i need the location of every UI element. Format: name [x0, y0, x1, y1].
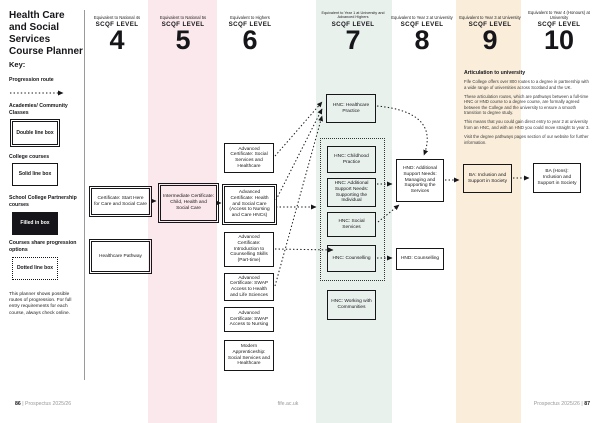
page-title: Health Care and Social Services Course P… [9, 10, 83, 57]
page-number-left: 86 [15, 401, 21, 407]
scqf-label: SCQF LEVEL [400, 21, 444, 28]
key-filled-box: Filled in box [12, 212, 58, 235]
articulation-paragraph: These articulation routes, which are pat… [464, 93, 589, 116]
scqf-label: SCQF LEVEL [228, 21, 272, 28]
key-solid-line-box: Solid line box [12, 163, 58, 186]
column-header-scqf-10: Equivalent to Year 4 (Honours) at Univer… [523, 9, 595, 54]
key-school-partnership-label: School College Partnership courses [9, 195, 77, 208]
course-box-cert-start: Certificate: Start Here for Care and Soc… [88, 185, 153, 218]
scqf-label: SCQF LEVEL [537, 21, 581, 28]
scqf-level-number: 6 [242, 25, 258, 55]
key-dotted-line-box: Dotted line box [12, 257, 58, 280]
equivalent-label: Equivalent to National 4s [93, 14, 141, 20]
course-box-hnc-childhood-practice: HNC: Childhood Practice [327, 146, 376, 173]
footer-separator: | [581, 401, 583, 407]
articulation-heading: Articulation to university [464, 70, 526, 76]
footer-separator: | [22, 401, 24, 407]
course-box-hnc-social-services: HNC: Social Services [327, 212, 376, 237]
course-box-hnd-additional-support-needs: HND: Additional Support Needs: Managing … [396, 159, 444, 202]
key-double-line-box: Double line box [9, 118, 61, 148]
scqf-label: SCQF LEVEL [161, 21, 205, 28]
equivalent-label: Equivalent to Highers [230, 14, 270, 20]
articulation-paragraph: Fife College offers over 800 routes to a… [464, 79, 589, 90]
course-box-hnc-counselling: HNC: Counselling [327, 245, 376, 272]
scqf-level-number: 4 [109, 25, 125, 55]
course-box-ba-hons-inclusion: BA (Hons): Inclusion and Support in Soci… [533, 163, 581, 193]
course-box-healthcare-pathway: Healthcare Pathway [88, 238, 153, 275]
articulation-paragraph: Visit the degree pathways pages section … [464, 134, 589, 145]
page-number-right: 87 [584, 401, 590, 407]
footer-left-label: Prospectus 2025/26 [25, 401, 72, 407]
key-shared-progression-label: Courses share progression options [9, 240, 77, 253]
course-box-modern-apprenticeship: Modern Apprenticeship: Social Services a… [224, 340, 274, 371]
scqf-level-number: 9 [482, 25, 498, 55]
scqf-level-number: 7 [345, 25, 361, 55]
scqf-label: SCQF LEVEL [331, 21, 375, 28]
band-level-9 [456, 0, 521, 423]
footer-center: fife.ac.uk [277, 401, 299, 407]
course-box-hnc-additional-support-needs: HNC: Additional Support Needs: Supportin… [327, 178, 376, 207]
equivalent-label: Equivalent to Year 4 (Honours) at Univer… [528, 9, 590, 20]
footer-right-label: Prospectus 2025/26 [533, 401, 580, 407]
course-box-hnc-healthcare-practice: HNC: Healthcare Practice [326, 94, 376, 123]
articulation-panel: Articulation to university Fife College … [464, 70, 592, 149]
key-heading: Key: [9, 60, 26, 69]
key-note: This planner shows possible routes of pr… [9, 292, 72, 316]
scqf-label: SCQF LEVEL [95, 21, 139, 28]
course-box-intermediate-child-health: Intermediate Certificate: Child, Health … [157, 182, 220, 224]
column-header-scqf-4: Equivalent to National 4s SCQF LEVEL 4 [81, 9, 153, 54]
key-divider [84, 10, 85, 380]
course-box-ba-inclusion: BA: Inclusion and Support in Society [463, 164, 512, 193]
course-box-hnc-working-communities: HNC: Working with Communities [327, 290, 376, 320]
scqf-level-number: 10 [543, 25, 575, 55]
scqf-level-number: 5 [175, 25, 191, 55]
course-box-adv-counselling-skills: Advanced Certificate: Introduction to Co… [224, 232, 274, 267]
progression-route-arrow-icon [10, 90, 64, 96]
column-header-scqf-7: Equivalent to Year 1 at University and A… [317, 9, 389, 54]
key-college-label: College courses [9, 154, 50, 160]
course-box-hnd-counselling: HND: Counselling [396, 248, 444, 270]
articulation-paragraph: This means that you could gain direct en… [464, 119, 590, 131]
key-academies-label: Academies/ Community Classes [9, 103, 68, 116]
course-box-adv-health-social-care: Advanced Certificate: Health and Social … [221, 183, 278, 226]
key-progression-route-label: Progression route [9, 77, 54, 83]
column-header-scqf-8: Equivalent to Year 2 at University SCQF … [386, 9, 458, 54]
equivalent-label: Equivalent to Year 3 at University [459, 14, 521, 20]
course-box-adv-social-services: Advanced Certificate: Social Services an… [224, 143, 274, 173]
column-header-scqf-6: Equivalent to Highers SCQF LEVEL 6 [214, 9, 286, 54]
footer-right: Prospectus 2025/26 | 87 [534, 401, 590, 407]
column-header-scqf-5: Equivalent to National 5s SCQF LEVEL 5 [147, 9, 219, 54]
scqf-level-number: 8 [414, 25, 430, 55]
equivalent-label: Equivalent to Year 1 at University and A… [321, 10, 385, 20]
band-level-5 [148, 0, 217, 423]
column-header-scqf-9: Equivalent to Year 3 at University SCQF … [454, 9, 526, 54]
scqf-label: SCQF LEVEL [468, 21, 512, 28]
equivalent-label: Equivalent to Year 2 at University [391, 14, 453, 20]
course-box-adv-swap-health-life: Advanced Certificate: SWAP Access to Hea… [224, 273, 274, 301]
footer-left: 86 | Prospectus 2025/26 [15, 401, 71, 407]
equivalent-label: Equivalent to National 5s [159, 14, 207, 20]
course-box-adv-swap-nursing: Advanced Certificate: SWAP Access to Nur… [224, 307, 274, 332]
